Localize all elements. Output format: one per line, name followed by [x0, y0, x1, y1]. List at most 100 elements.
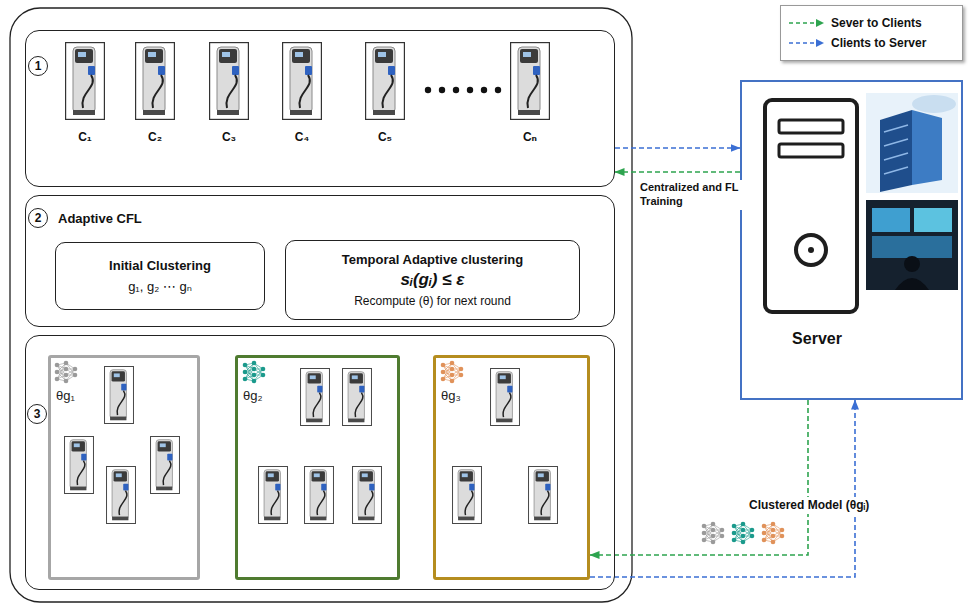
node-label: θg₂	[243, 388, 263, 403]
model-icons	[55, 361, 785, 545]
photo-ground	[866, 200, 958, 290]
node-label: Server	[752, 330, 882, 348]
network-icon	[55, 361, 78, 384]
charger-node: C₃	[207, 42, 251, 152]
dashed-line	[789, 22, 816, 24]
cluster-box: θg₁	[48, 355, 200, 580]
process-box: Temporal Adaptive clustering sᵢ(gᵢ) ≤ ε Re…	[285, 240, 580, 320]
node-label: C₄	[295, 130, 309, 144]
cloud-shape	[912, 95, 956, 113]
legend-entry: Sever to Clients	[789, 13, 954, 33]
charger-node: C₂	[133, 42, 177, 152]
network-icon	[702, 522, 725, 545]
legend-box: Sever to ClientsClients to Server	[780, 5, 963, 61]
tower-case	[765, 100, 857, 312]
process-box: Initial Clustering g₁, g₂ ⋯ gₙ	[55, 242, 265, 310]
charger-icon	[151, 436, 180, 493]
charger-icon	[453, 466, 482, 523]
legend-line-sample	[789, 38, 825, 48]
node-label: Temporal Adaptive clustering	[342, 252, 523, 267]
node-label: Adaptive CFL	[58, 211, 142, 226]
person-head	[904, 256, 920, 272]
charger-icon	[529, 466, 558, 523]
network-icon	[243, 361, 266, 384]
node-label: sᵢ(gᵢ) ≤ ε	[401, 270, 465, 290]
ellipsis-dots	[425, 87, 501, 93]
charger-icon	[366, 43, 405, 120]
charger-node: Cₙ	[508, 42, 552, 152]
dashed-arrow	[615, 147, 740, 149]
datacenter-photo	[866, 93, 958, 193]
cluster-chargers	[65, 366, 558, 523]
legend-line-sample	[789, 18, 825, 28]
screen	[872, 236, 952, 258]
screen	[914, 208, 952, 232]
charger-icon	[301, 368, 330, 425]
charger-icon	[283, 43, 322, 120]
network-icon	[441, 361, 464, 384]
charger-node: C₁	[63, 42, 107, 152]
charger-icon	[259, 466, 288, 523]
dashed-line	[789, 42, 816, 44]
edge-label-box: Centralized and FL Training	[637, 180, 743, 210]
stage-panel: 2 Adaptive CFL Initial Clustering g₁, g₂ ⋯ …	[25, 195, 615, 327]
charger-icon	[491, 368, 520, 425]
client-frame	[10, 8, 632, 602]
stage-panel: 3 θg₁ θg₂ θg₃	[25, 335, 615, 590]
node-label: Cₙ	[523, 130, 537, 144]
charger-node: C₅	[363, 42, 407, 152]
rack-lines	[884, 125, 908, 174]
server-box: Server	[740, 80, 963, 400]
charger-icon	[66, 43, 105, 120]
server-tower	[765, 100, 857, 312]
step-number: 3	[27, 404, 47, 424]
legend-label: Sever to Clients	[831, 16, 922, 30]
charger-icon	[210, 43, 249, 120]
charger-icon	[65, 436, 94, 493]
step-number: 2	[28, 208, 48, 228]
legend-label: Clients to Server	[831, 36, 926, 50]
legend-entry: Clients to Server	[789, 33, 954, 53]
screen	[872, 208, 910, 232]
charger-icon	[511, 43, 550, 120]
node-label: C₃	[222, 130, 236, 144]
node-label: θg₁	[56, 388, 75, 403]
dashed-arrow	[615, 171, 740, 173]
stage-panel: 1C₁ C₂ C₃ C₄ C₅ Cₙ	[25, 30, 615, 187]
network-icon	[732, 522, 755, 545]
node-label: C₂	[148, 130, 162, 144]
cluster-box: θg₃	[433, 355, 590, 580]
edge-label: Centralized and FL Training	[640, 181, 740, 209]
charger-icon	[353, 466, 382, 523]
node-label: θg₃	[441, 388, 461, 403]
node-label: Recompute (θ) for next round	[354, 294, 511, 308]
power-button	[796, 235, 826, 265]
edge-label: Clustered Model (θgᵢ)	[749, 498, 869, 513]
step-number: 1	[28, 56, 48, 76]
operator-photo	[866, 200, 958, 290]
charger-icon	[305, 466, 334, 523]
node-label: C₅	[378, 130, 392, 144]
photo-ground	[866, 93, 958, 193]
rack-face	[880, 110, 912, 192]
node-label: C₁	[78, 130, 92, 144]
drive-slot	[779, 120, 843, 133]
node-label: g₁, g₂ ⋯ gₙ	[128, 279, 192, 294]
network-icon	[762, 522, 785, 545]
arrowhead	[816, 39, 824, 47]
arrowhead	[816, 19, 824, 27]
person-body	[895, 278, 929, 290]
drive-slot	[779, 144, 843, 157]
edge-label-box: Clustered Model (θgᵢ)	[746, 497, 872, 514]
cluster-box: θg₂	[235, 355, 400, 580]
power-dot	[808, 247, 814, 253]
charger-icon	[136, 43, 175, 120]
rack-side	[912, 110, 942, 185]
dashed-arrow	[590, 400, 855, 577]
charger-icon	[107, 466, 136, 523]
node-label: Initial Clustering	[109, 258, 211, 273]
dashed-arrow	[590, 400, 808, 555]
charger-pictures	[66, 43, 550, 120]
charger-node: C₄	[280, 42, 324, 152]
charger-icon	[343, 368, 372, 425]
